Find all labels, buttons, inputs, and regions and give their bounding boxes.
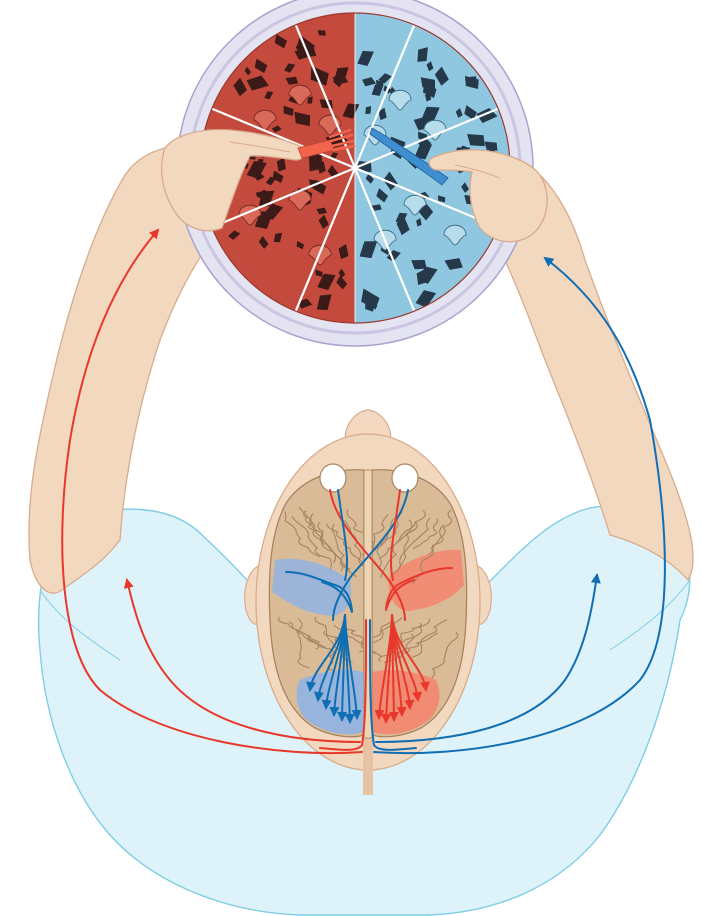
brain <box>269 464 466 738</box>
left-eye <box>320 464 346 492</box>
right-eye <box>392 464 418 492</box>
